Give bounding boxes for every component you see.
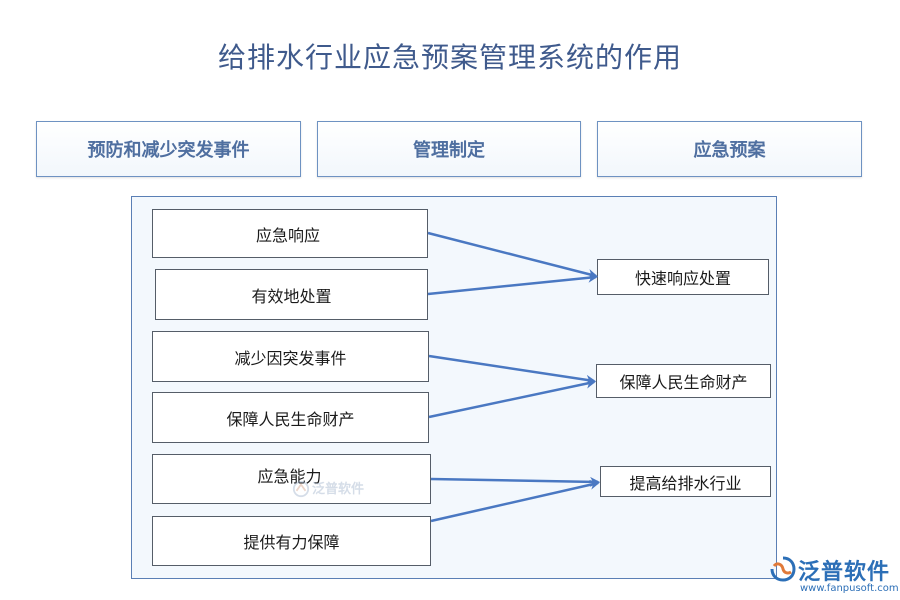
left-box-protect-life-property: 保障人民生命财产 bbox=[152, 392, 429, 443]
left-box-label: 提供有力保障 bbox=[243, 533, 340, 552]
right-box-label: 保障人民生命财产 bbox=[619, 373, 748, 392]
brand-logo-url: www.fanpusoft.com bbox=[800, 583, 899, 594]
top-box-label: 管理制定 bbox=[413, 140, 485, 161]
left-box-label: 有效地处置 bbox=[251, 286, 332, 306]
top-box-label: 预防和减少突发事件 bbox=[87, 140, 250, 161]
watermark-text: 泛普软件 bbox=[312, 482, 365, 497]
watermark-logo-icon bbox=[292, 480, 310, 498]
top-box-emergency-plan: 应急预案 bbox=[597, 121, 862, 177]
right-box-protect-life-property: 保障人民生命财产 bbox=[596, 364, 771, 398]
right-box-rapid-response: 快速响应处置 bbox=[597, 259, 769, 295]
right-box-label: 提高给排水行业 bbox=[629, 473, 742, 493]
left-box-effective-handling: 有效地处置 bbox=[155, 269, 428, 320]
left-box-label: 应急能力 bbox=[257, 467, 322, 486]
top-box-label: 应急预案 bbox=[693, 140, 766, 161]
brand-logo: 泛普软件 www.fanpusoft.com bbox=[770, 552, 899, 600]
brand-logo-icon bbox=[770, 556, 796, 582]
left-box-emergency-capability: 应急能力 bbox=[152, 454, 431, 504]
right-box-improve-industry: 提高给排水行业 bbox=[600, 466, 771, 497]
left-box-emergency-response: 应急响应 bbox=[152, 209, 428, 258]
top-box-management: 管理制定 bbox=[317, 121, 581, 177]
left-box-label: 减少因突发事件 bbox=[234, 348, 347, 368]
left-box-strong-support: 提供有力保障 bbox=[152, 516, 431, 566]
brand-logo-text: 泛普软件 bbox=[798, 560, 891, 585]
watermark: 泛普软件 bbox=[292, 478, 382, 506]
right-box-label: 快速响应处置 bbox=[634, 269, 731, 288]
page-title: 给排水行业应急预案管理系统的作用 bbox=[217, 41, 682, 74]
top-box-prevention: 预防和减少突发事件 bbox=[36, 121, 301, 177]
left-box-label: 保障人民生命财产 bbox=[226, 409, 355, 429]
left-box-reduce-incidents: 减少因突发事件 bbox=[152, 331, 429, 382]
left-box-label: 应急响应 bbox=[255, 225, 320, 245]
